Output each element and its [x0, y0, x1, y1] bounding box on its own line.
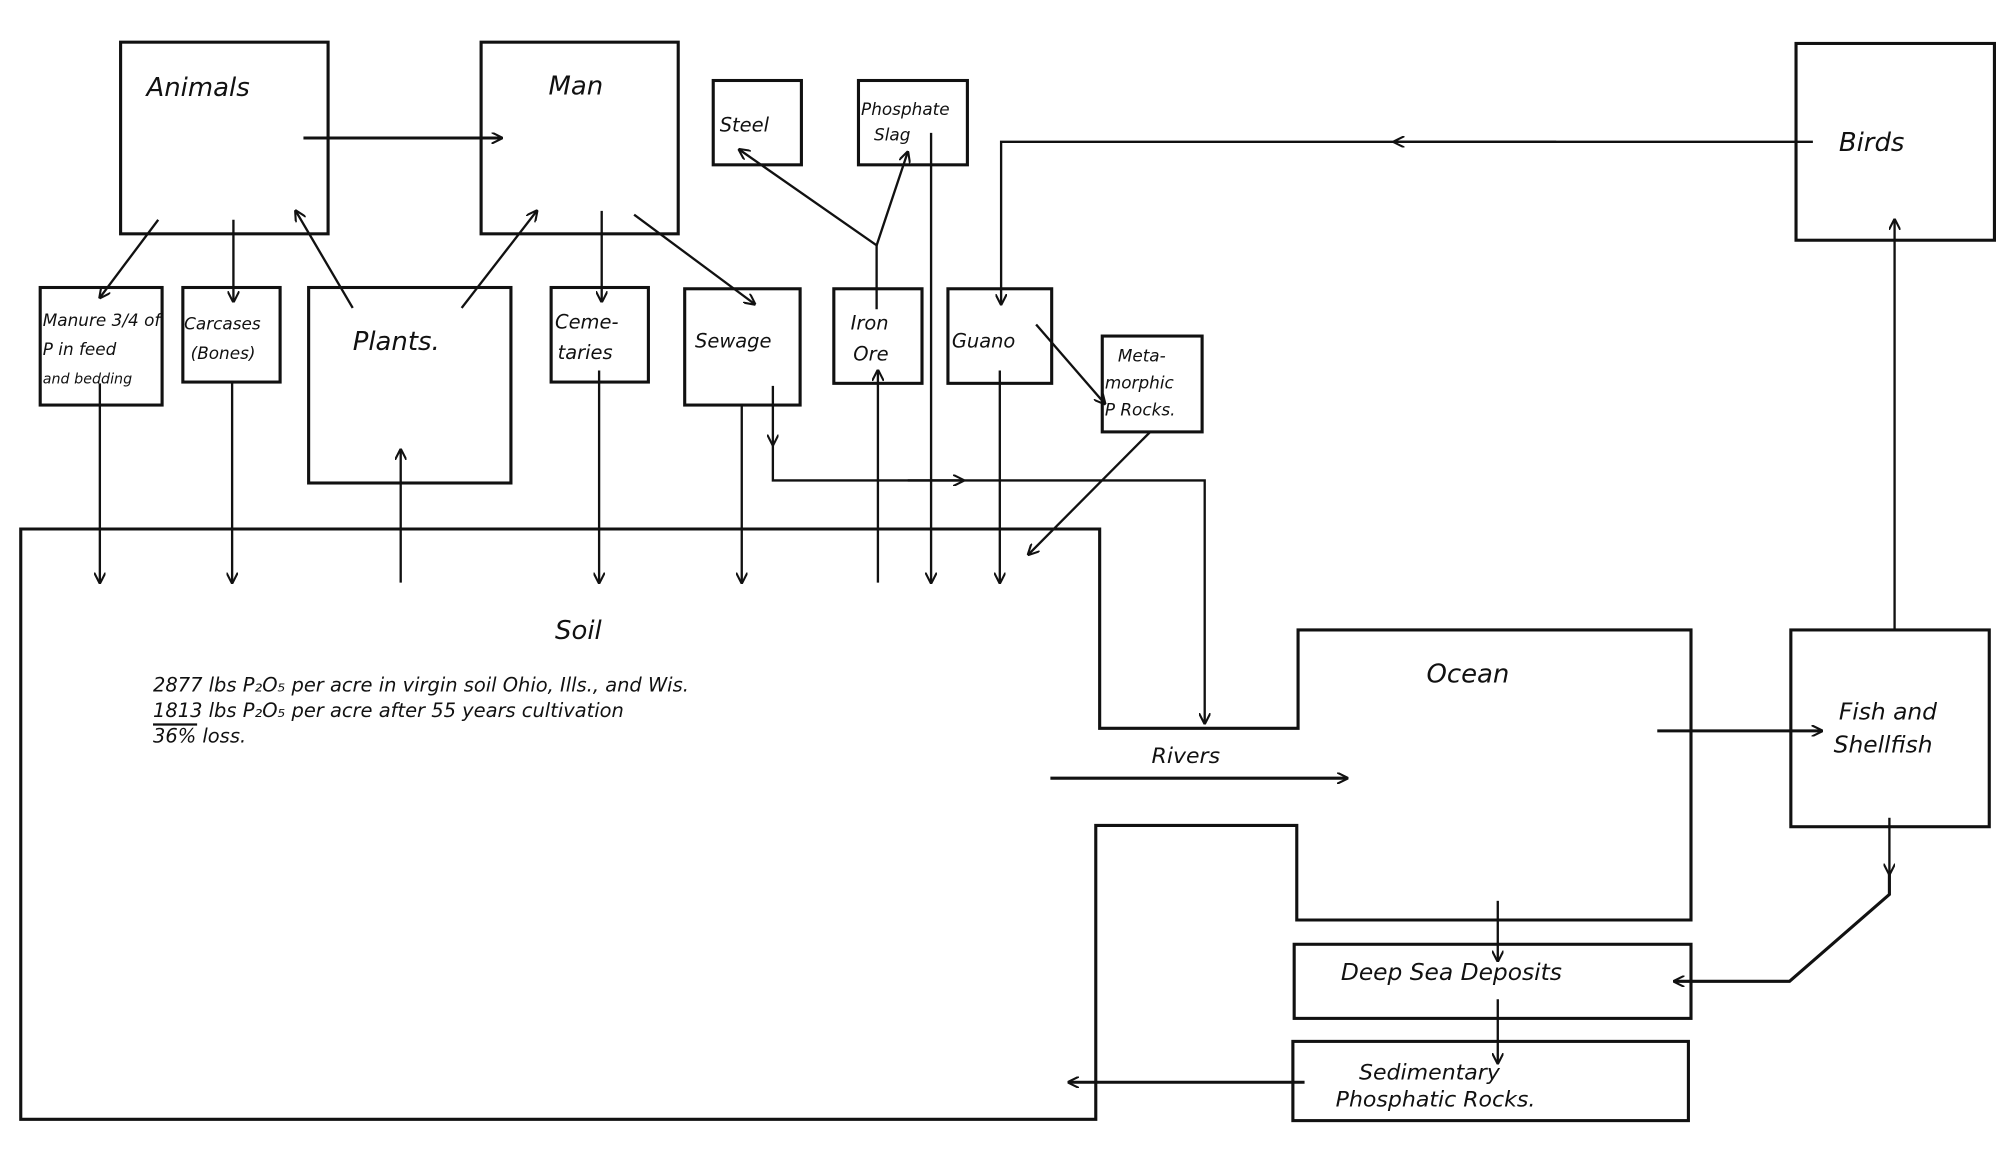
rivers-label: Rivers	[1152, 744, 1221, 769]
cemeteries-label-2: taries	[558, 341, 613, 364]
sewage-label: Sewage	[695, 330, 772, 353]
edge-birds-guano	[1001, 140, 1813, 304]
edges	[100, 133, 1895, 1082]
fish-label-1: Fish and	[1839, 699, 1937, 726]
birds-label: Birds	[1839, 128, 1905, 158]
manure-label-3: and bedding	[43, 371, 132, 387]
soil-region	[19, 527, 1693, 1121]
sedimentary-label-1: Sedimentary	[1359, 1061, 1501, 1086]
manure-label-1: Manure 3/4 of	[43, 310, 163, 330]
metamorphic-box	[1100, 334, 1204, 434]
ocean-label: Ocean	[1426, 660, 1509, 690]
phosphate-slag-box	[856, 78, 969, 167]
sedimentary-label-2: Phosphatic Rocks.	[1336, 1088, 1536, 1113]
animals-label: Animals	[145, 73, 250, 103]
manure-label-2: P in feed	[43, 339, 117, 359]
fish-label-2: Shellfish	[1834, 732, 1933, 759]
guano-label: Guano	[952, 330, 1016, 353]
soil-label: Soil	[555, 616, 603, 646]
edge-man-sewage	[633, 213, 755, 304]
soil-note-1: 2877 lbs P₂O₅ per acre in virgin soil Oh…	[153, 673, 689, 696]
edge-metamorphic-soil	[1028, 431, 1152, 555]
steel-label: Steel	[720, 114, 770, 137]
edge-fish-deep-sea-b	[1674, 873, 1891, 981]
edge-guano-metamorphic	[1035, 323, 1105, 404]
soil-note-2: 1813 lbs P₂O₅ per acre after 55 years cu…	[153, 699, 624, 722]
plants-label: Plants.	[353, 327, 440, 357]
edge-animals-manure	[100, 219, 160, 298]
carcases-box	[181, 285, 282, 384]
animals-box	[119, 40, 330, 236]
deep-sea-label: Deep Sea Deposits	[1341, 959, 1562, 986]
plants-box	[307, 285, 513, 485]
edge-sewage-rivers	[771, 444, 1205, 724]
carcases-label-1: Carcases	[184, 314, 261, 334]
edge-plants-animals	[296, 211, 354, 309]
fish-box	[1789, 628, 1991, 829]
slag-label: Slag	[874, 125, 910, 145]
cemeteries-box	[549, 285, 650, 384]
steel-box	[711, 78, 803, 167]
iron-ore-box	[832, 287, 924, 385]
cemeteries-label-1: Ceme-	[555, 311, 618, 334]
meta-label-2: morphic	[1105, 373, 1174, 393]
iron-label: Iron	[851, 312, 889, 335]
edge-plants-man	[460, 211, 537, 309]
edge-iron-ore-slag	[875, 152, 908, 246]
soil-note-3: 36% loss.	[153, 725, 246, 748]
meta-label-1: Meta-	[1118, 346, 1166, 366]
meta-label-3: P Rocks.	[1105, 399, 1176, 419]
man-label: Man	[549, 72, 604, 102]
phosphate-label: Phosphate	[861, 99, 950, 119]
carcases-label-2: (Bones)	[191, 343, 256, 363]
ore-label: Ore	[853, 342, 888, 365]
edge-iron-ore-steel	[739, 150, 878, 310]
